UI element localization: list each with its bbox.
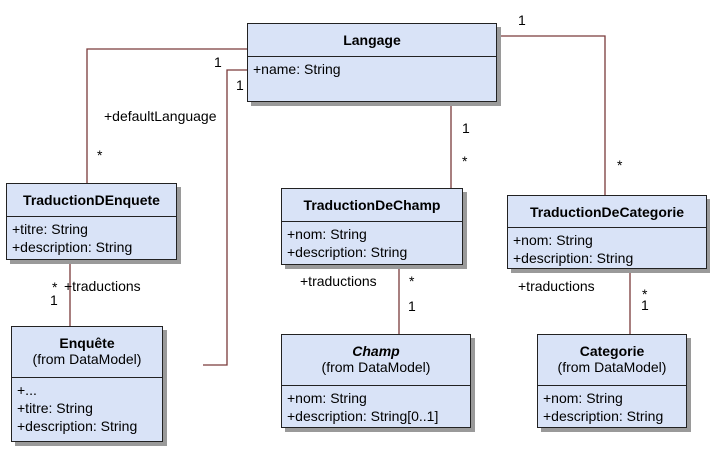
attribute: +titre: String xyxy=(12,221,88,237)
class-attributes: +nom: String +description: String xyxy=(282,222,462,261)
class-champ[interactable]: Champ (from DataModel) +nom: String +des… xyxy=(281,334,471,428)
multiplicity-label: * xyxy=(52,279,58,295)
multiplicity-label: * xyxy=(462,153,468,169)
multiplicity-label: 1 xyxy=(214,54,222,70)
class-traductiondechamp[interactable]: TraductionDeChamp +nom: String +descript… xyxy=(281,188,463,265)
multiplicity-label: 1 xyxy=(641,297,649,313)
multiplicity-label: 1 xyxy=(408,298,416,314)
class-name: Categorie xyxy=(579,343,645,359)
attribute: +nom: String xyxy=(543,390,623,406)
attribute: +description: String[0..1] xyxy=(287,408,439,424)
class-traductiondecategorie-header: TraductionDeCategorie xyxy=(508,196,706,228)
attribute: +description: String xyxy=(287,244,408,260)
multiplicity-label: * xyxy=(409,273,415,289)
multiplicity-label: 1 xyxy=(518,12,526,28)
attribute: +... xyxy=(17,382,37,398)
class-attributes: +name: String xyxy=(248,57,496,78)
class-package: (from DataModel) xyxy=(557,359,667,375)
class-package: (from DataModel) xyxy=(321,359,431,375)
attribute: +titre: String xyxy=(17,400,93,416)
multiplicity-label: * xyxy=(642,286,648,302)
class-attributes: +nom: String +description: String xyxy=(508,228,706,267)
class-package: (from DataModel) xyxy=(32,351,142,367)
class-langage-header: Langage xyxy=(248,24,496,57)
class-categorie-header: Categorie (from DataModel) xyxy=(538,335,686,386)
class-name: Enquête xyxy=(59,335,115,351)
class-categorie[interactable]: Categorie (from DataModel) +nom: String … xyxy=(537,334,687,428)
class-name: TraductionDeChamp xyxy=(303,197,441,213)
attribute: +description: String xyxy=(513,250,634,266)
multiplicity-label: 1 xyxy=(50,292,58,308)
class-traductiondenquete-header: TraductionDEnquete xyxy=(7,184,176,217)
class-traductiondecategorie[interactable]: TraductionDeCategorie +nom: String +desc… xyxy=(507,195,707,269)
class-traductiondenquete[interactable]: TraductionDEnquete +titre: String +descr… xyxy=(6,183,177,260)
attribute: +nom: String xyxy=(287,226,367,242)
attribute: +nom: String xyxy=(287,390,367,406)
class-enquete[interactable]: Enquête (from DataModel) +... +titre: St… xyxy=(11,326,163,442)
attribute: +nom: String xyxy=(513,232,593,248)
multiplicity-label: 1 xyxy=(462,120,470,136)
multiplicity-label: * xyxy=(617,157,623,173)
class-traductiondechamp-header: TraductionDeChamp xyxy=(282,189,462,222)
attribute: +name: String xyxy=(253,61,341,77)
multiplicity-label: * xyxy=(97,147,103,163)
class-attributes: +titre: String +description: String xyxy=(7,217,176,256)
multiplicity-label: 1 xyxy=(236,77,244,93)
attribute: +description: String xyxy=(543,408,664,424)
role-label: +defaultLanguage xyxy=(104,108,217,124)
edge-langage-enquete-default xyxy=(203,69,247,366)
class-name: Langage xyxy=(343,32,401,48)
attribute: +description: String xyxy=(17,418,138,434)
class-champ-header: Champ (from DataModel) xyxy=(282,335,470,386)
class-name: TraductionDeCategorie xyxy=(529,204,685,220)
role-label: +traductions xyxy=(64,278,141,294)
role-label: +traductions xyxy=(518,278,595,294)
class-name: TraductionDEnquete xyxy=(23,192,160,208)
attribute: +description: String xyxy=(12,239,133,255)
class-attributes: +... +titre: String +description: String xyxy=(12,378,162,435)
edge-langage-traductiondenquete xyxy=(86,48,247,183)
edge-langage-traductiondecategorie xyxy=(497,35,606,195)
class-attributes: +nom: String +description: String[0..1] xyxy=(282,386,470,425)
class-attributes: +nom: String +description: String xyxy=(538,386,686,425)
class-name: Champ xyxy=(352,343,400,359)
class-enquete-header: Enquête (from DataModel) xyxy=(12,327,162,378)
role-label: +traductions xyxy=(300,273,377,289)
class-langage[interactable]: Langage +name: String xyxy=(247,23,497,102)
